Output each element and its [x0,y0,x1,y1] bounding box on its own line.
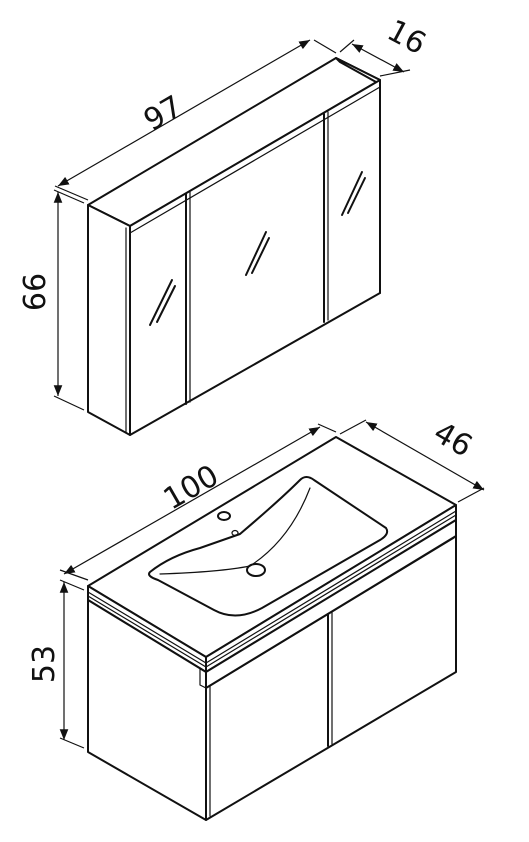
dimension-cabinet-height: 66 [18,189,85,411]
vanity-depth-label: 46 [427,415,478,464]
cabinet-depth-label: 16 [381,13,431,62]
cabinet-door-right [323,111,329,323]
cabinet-side-face [87,204,131,436]
mirror-reflection-center [245,231,270,276]
dimension-vanity-height: 53 [27,579,85,749]
mirror-cabinet: 97 16 66 [18,13,432,436]
vanity-width-label: 100 [158,458,225,517]
cabinet-door-left [185,191,191,405]
cabinet-width-label: 97 [138,89,189,138]
mirror-reflection-right [341,171,366,216]
vanity-door-right [327,611,333,747]
mirror-reflection-left [149,279,176,326]
vanity-unit: 100 46 53 [27,415,485,821]
vanity-height-label: 53 [27,645,62,683]
cabinet-height-label: 66 [18,273,53,311]
vanity-front-face [205,519,457,821]
